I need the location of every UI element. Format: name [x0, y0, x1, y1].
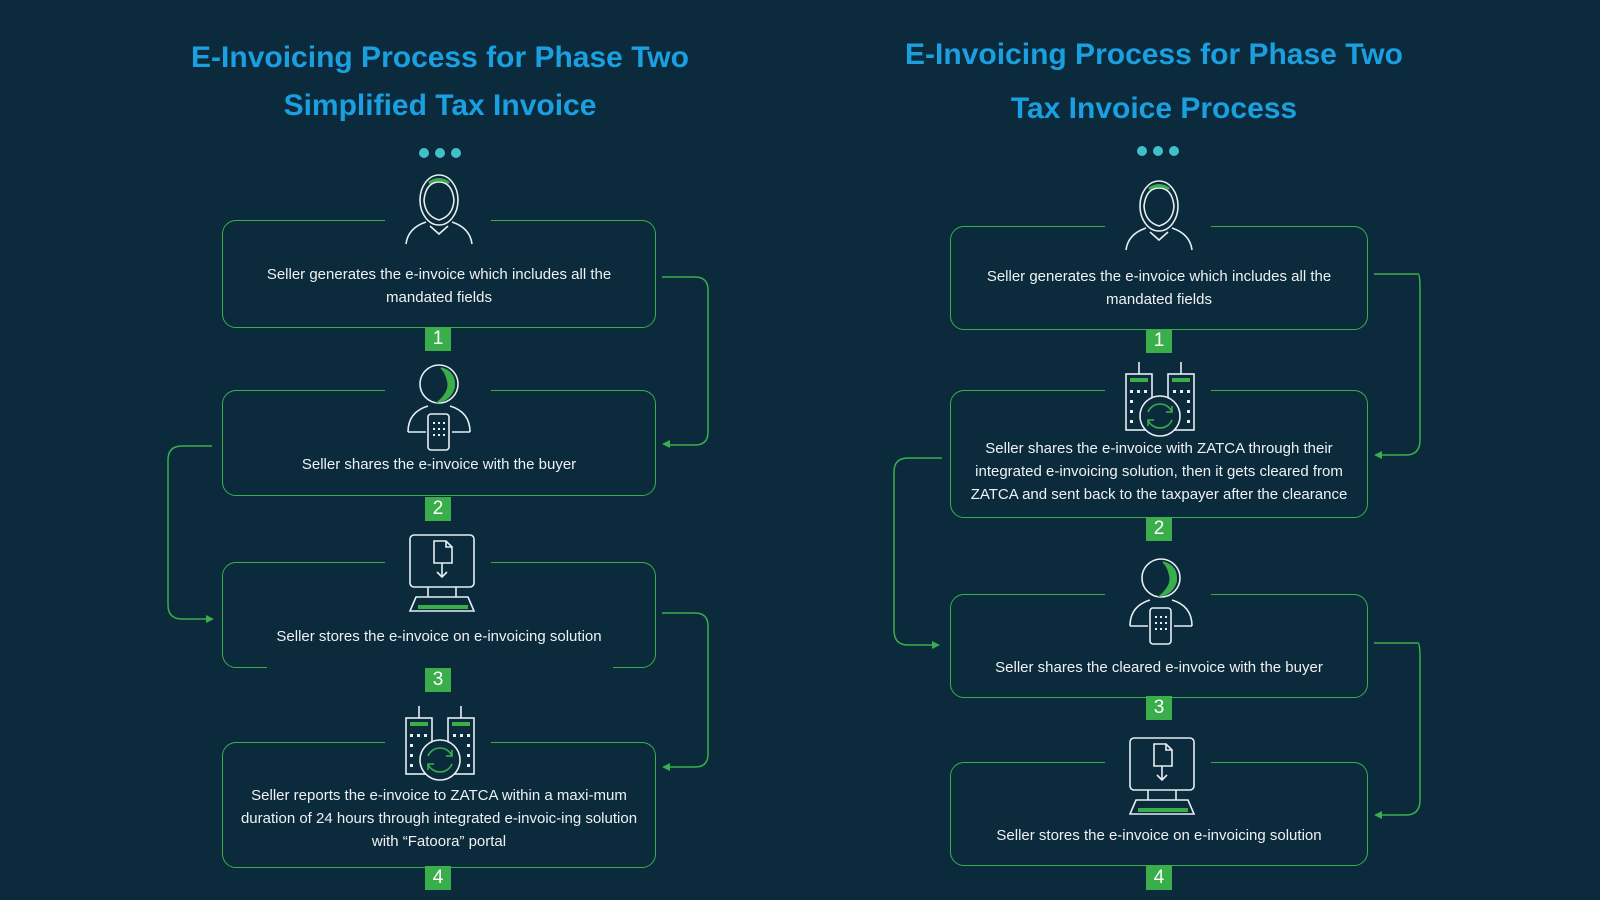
- right-step-4-text: Seller stores the e-invoice on e-invoici…: [996, 826, 1322, 844]
- left-step-4-text: Seller reports the e-invoice to ZATCA wi…: [240, 786, 638, 850]
- left-step-2-badge: 2: [425, 497, 451, 521]
- right-dots-icon: [880, 143, 1435, 161]
- right-step-1-badge: 1: [1146, 329, 1172, 353]
- right-title-line2: Tax Invoice Process: [1010, 92, 1298, 125]
- buildings-sync-icon: [402, 706, 478, 781]
- right-step-1-box: Seller generates the e-invoice which inc…: [950, 224, 1368, 330]
- person-phone-icon: [1126, 556, 1196, 646]
- left-step-3-text: Seller stores the e-invoice on e-invoici…: [276, 627, 602, 645]
- left-process-column: E-Invoicing Process for Phase Two Simpli…: [0, 41, 880, 890]
- person-icon: [402, 170, 476, 246]
- computer-icon: [1126, 736, 1198, 816]
- right-step-1-text: Seller generates the e-invoice which inc…: [986, 268, 1332, 308]
- right-step-2-box: Seller shares the e-invoice with ZATCA t…: [950, 388, 1368, 518]
- left-step-4-badge: 4: [425, 866, 451, 890]
- person-icon: [1122, 176, 1196, 252]
- buildings-sync-icon: [1122, 362, 1198, 437]
- right-step-3-badge: 3: [1146, 696, 1172, 720]
- left-step-2-text: Seller shares the e-invoice with the buy…: [301, 455, 577, 473]
- left-step-1-badge: 1: [425, 327, 451, 351]
- left-connector-arrows: [167, 276, 709, 771]
- right-connector-arrows: [893, 273, 1421, 819]
- right-process-column: E-Invoicing Process for Phase Two Tax In…: [880, 0, 1600, 900]
- right-step-3-text: Seller shares the cleared e-invoice with…: [995, 658, 1323, 676]
- left-step-3-badge: 3: [425, 668, 451, 692]
- right-step-4-box: Seller stores the e-invoice on e-invoici…: [950, 760, 1368, 866]
- left-dots-icon: [0, 145, 880, 163]
- left-step-4-box: Seller reports the e-invoice to ZATCA wi…: [222, 740, 656, 868]
- right-title-line1: E-Invoicing Process for Phase Two: [905, 38, 1403, 71]
- computer-icon: [406, 533, 478, 613]
- right-step-2-text: Seller shares the e-invoice with ZATCA t…: [970, 439, 1348, 503]
- right-step-4-badge: 4: [1146, 866, 1172, 890]
- left-title-line1: E-Invoicing Process for Phase Two: [191, 41, 689, 74]
- left-title-line2: Simplified Tax Invoice: [283, 89, 597, 122]
- person-phone-icon: [404, 362, 474, 452]
- left-step-2-box: Seller shares the e-invoice with the buy…: [222, 388, 656, 496]
- left-step-1-text: Seller generates the e-invoice which inc…: [266, 266, 612, 306]
- right-step-2-badge: 2: [1146, 517, 1172, 541]
